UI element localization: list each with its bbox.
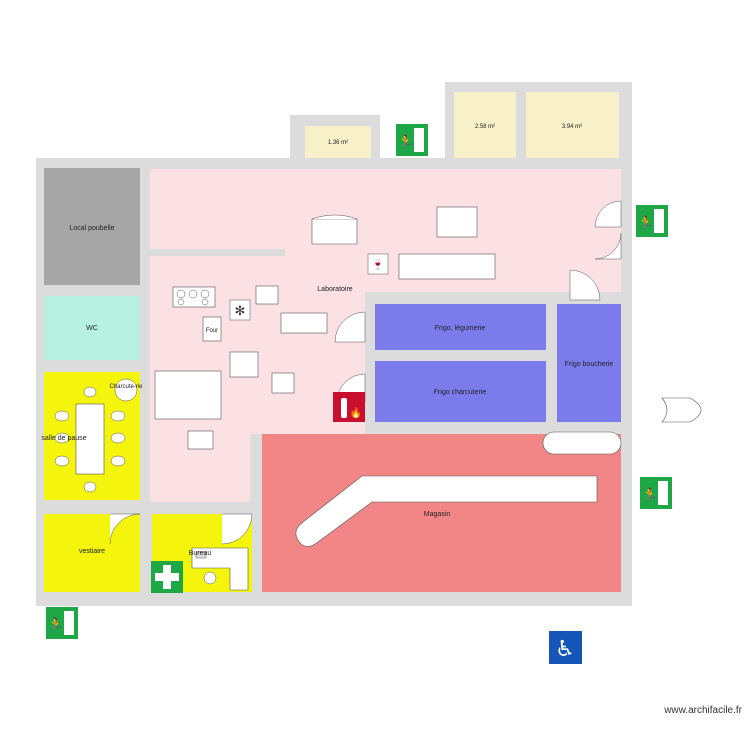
bureau-desk: [191, 547, 249, 591]
wine-glass-icon: 🍷: [367, 253, 389, 275]
svg-text:✻: ✻: [235, 304, 246, 319]
vestiaire-label: vestiaire: [79, 548, 105, 555]
wc-room: [44, 296, 140, 360]
display-case: [542, 431, 622, 455]
storage-room-2: [454, 92, 516, 158]
emergency-exit-icon: 🏃: [636, 205, 668, 237]
lab-equipment: [154, 206, 496, 450]
emergency-exit-icon: 🏃: [640, 477, 672, 509]
magasin-label: Magasin: [424, 511, 451, 518]
bureau-door: [221, 513, 253, 545]
bureau-label: Bureau: [189, 550, 212, 557]
break-table: Charcute-rie: [54, 378, 143, 493]
shop-counter: [295, 475, 598, 547]
salle-de-pause-label: salle de pause: [41, 435, 86, 442]
frigo-boucherie-room: [557, 304, 621, 422]
wc-label: WC: [86, 325, 98, 332]
svg-text:🏃: 🏃: [642, 487, 658, 503]
frigo-legumerie-room: [375, 304, 546, 350]
vestiaire-door: [109, 513, 141, 545]
first-aid-icon: [151, 561, 183, 593]
four-label: Four: [206, 328, 218, 334]
laboratoire-label: Laboratoire: [317, 286, 353, 293]
storage-room-2-area: 2.58 m²: [475, 124, 495, 130]
wheelchair-icon: ♿: [549, 631, 582, 664]
svg-text:🏃: 🏃: [48, 617, 64, 633]
storage-room-3-area: 3.94 m²: [562, 124, 582, 130]
storage-room-3: [526, 92, 619, 158]
laboratoire-inner-wall-3: [365, 292, 375, 424]
frigo-charcuterie-room: [375, 361, 546, 422]
vestiaire-room: [44, 514, 140, 592]
laboratoire-inner-wall-2: [365, 292, 621, 302]
laboratoire-inner-wall: [150, 249, 285, 256]
fire-extinguisher-icon: 🔥: [333, 392, 365, 422]
frigo-charcuterie-label: Frigo charcuterie: [434, 389, 487, 396]
storage-room-1: [305, 126, 371, 158]
charcuterie-chip-label: Charcute-rie: [109, 384, 143, 390]
emergency-exit-icon: 🏃: [396, 124, 428, 156]
local-poubelle-label: Local poubelle: [69, 225, 114, 232]
cold-room-icon: ✻: [229, 299, 251, 321]
svg-text:🔥: 🔥: [350, 406, 362, 419]
exterior-shape: [661, 397, 702, 423]
watermark: www.archifacile.fr: [664, 705, 742, 716]
svg-text:♿: ♿: [555, 637, 575, 662]
svg-text:🏃: 🏃: [638, 215, 654, 231]
laboratoire-room: [150, 169, 621, 502]
local-poubelle-room: [44, 168, 140, 285]
storage-room-1-area: 1.36 m²: [328, 140, 348, 146]
svg-text:🏃: 🏃: [398, 134, 414, 150]
frigo-boucherie-label: Frigo boucherie: [565, 361, 614, 368]
emergency-exit-icon: 🏃: [46, 607, 78, 639]
frigo-legumerie-label: Frigo, légumerie: [435, 325, 486, 332]
svg-text:🍷: 🍷: [372, 258, 384, 271]
cooktop-burners: [176, 289, 210, 306]
